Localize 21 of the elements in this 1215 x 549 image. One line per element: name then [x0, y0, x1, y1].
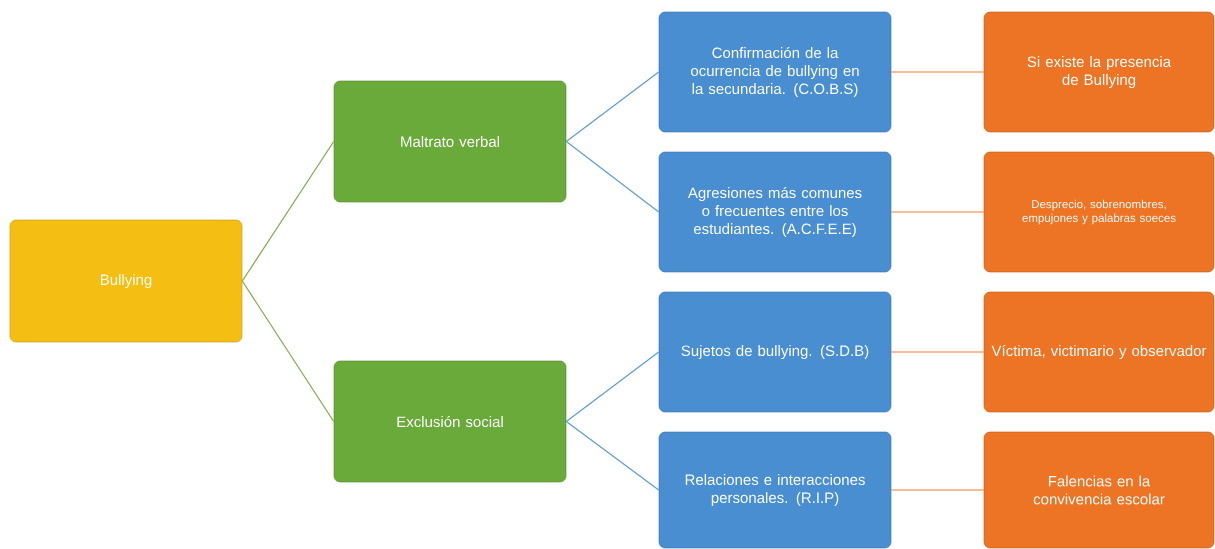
result-box: Desprecio, sobrenombres, empujones y palabras soeces	[983, 151, 1215, 273]
connector-line	[890, 489, 985, 491]
root-box: Bullying	[9, 219, 243, 343]
connector-line	[565, 140, 660, 213]
result-box: Víctima, victimario y observador	[983, 291, 1215, 413]
connector-line	[890, 71, 985, 73]
result-box: Falencias en la convivencia escolar	[983, 431, 1215, 549]
connector-line	[565, 420, 660, 491]
connector-line	[890, 351, 985, 353]
topic-box: Relaciones e interacciones personales. (R.I.P)	[658, 431, 892, 549]
connector-line	[565, 351, 660, 423]
connector-line	[241, 140, 335, 282]
connector-line	[565, 71, 660, 143]
category-box: Exclusión social	[333, 360, 567, 483]
topic-box: Sujetos de bullying. (S.D.B)	[658, 291, 892, 413]
result-box: Si existe la presencia de Bullying	[983, 11, 1215, 133]
topic-box: Confirmación de la ocurrencia de bullying en la secundaria. (C.O.B.S)	[658, 11, 892, 133]
category-box: Maltrato verbal	[333, 80, 567, 203]
topic-box: Agresiones más comunes o frecuentes entre los estudiantes. (A.C.F.E.E)	[658, 151, 892, 273]
connector-line	[241, 280, 335, 423]
connector-line	[890, 211, 985, 213]
